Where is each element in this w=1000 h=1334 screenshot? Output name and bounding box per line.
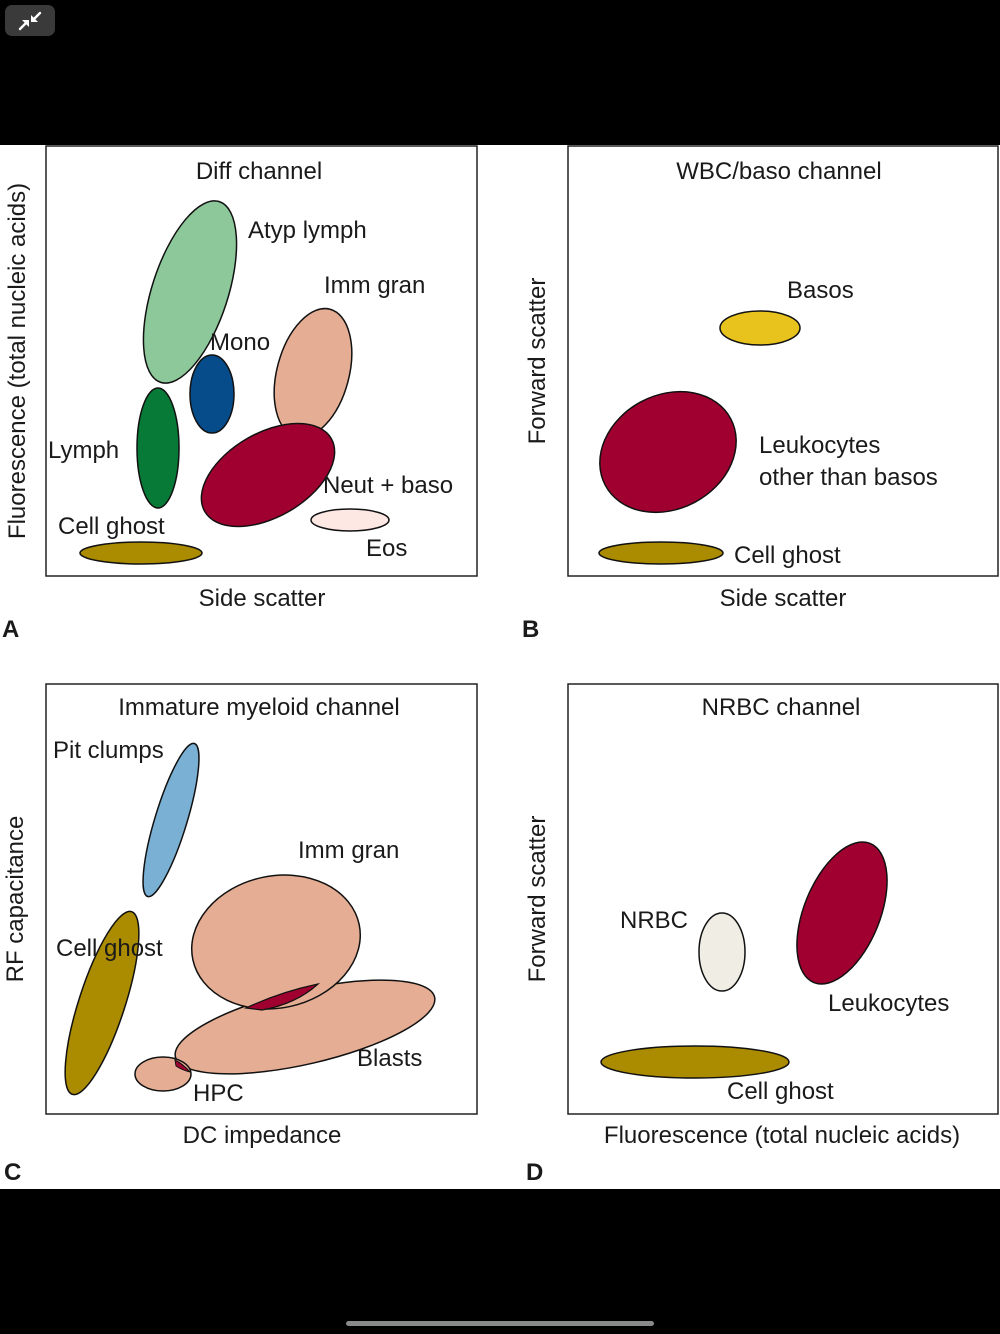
blasts-label: Blasts [357, 1045, 422, 1072]
panel-c-title: Immature myeloid channel [118, 694, 399, 721]
basos-cluster [719, 310, 801, 346]
lymph-label: Lymph [48, 437, 119, 464]
panel-b-letter: B [522, 616, 539, 643]
panel-a-ylabel: Fluorescence (total nucleic acids) [4, 183, 31, 539]
cell-ghost-label-d: Cell ghost [727, 1078, 834, 1105]
leukocytes-label-d: Leukocytes [828, 990, 949, 1017]
cell-ghost-cluster-c [64, 910, 140, 1096]
cell-ghost-cluster-b [598, 541, 724, 565]
imm-gran-label-a: Imm gran [324, 272, 425, 299]
eos-cluster [310, 508, 390, 532]
collapse-arrows-icon [18, 11, 42, 30]
eos-label: Eos [366, 535, 407, 562]
pit-clumps-cluster [142, 742, 200, 898]
hpc-blasts-overlap [174, 1059, 192, 1073]
pit-clumps-label: Pit clumps [53, 737, 164, 764]
hpc-label: HPC [193, 1080, 244, 1107]
panel-c-ylabel: RF capacitance [2, 816, 29, 983]
panel-d-xlabel: Fluorescence (total nucleic acids) [604, 1122, 960, 1149]
panel-c-letter: C [4, 1159, 21, 1186]
mono-cluster [189, 354, 235, 434]
atyp-lymph-cluster [142, 200, 238, 384]
imm-gran-blasts-overlap [243, 982, 321, 1011]
panel-b: WBC/baso channel Basos Leukocytes other … [522, 145, 999, 643]
imm-gran-label-c: Imm gran [298, 837, 399, 864]
neut-baso-cluster [200, 422, 336, 528]
leukocytes-cluster-b [599, 390, 737, 514]
collapse-button[interactable] [5, 5, 55, 36]
leukocytes-label-b-line2: other than basos [759, 464, 938, 491]
mono-label: Mono [210, 329, 270, 356]
panel-c: Immature myeloid channel Pit clumps Imm … [2, 683, 478, 1186]
cell-ghost-label-c: Cell ghost [56, 935, 163, 962]
hpc-cluster [134, 1056, 192, 1092]
cell-ghost-cluster-a [79, 541, 203, 565]
panel-b-xlabel: Side scatter [720, 585, 847, 612]
neut-baso-label: Neut + baso [323, 472, 453, 499]
panel-b-ylabel: Forward scatter [524, 278, 551, 445]
panel-a-xlabel: Side scatter [199, 585, 326, 612]
imm-gran-cluster-c [190, 874, 362, 1010]
panel-a-letter: A [2, 616, 19, 643]
basos-label: Basos [787, 277, 854, 304]
panel-a: Diff channel Atyp lymph Imm gran Mono Ly… [2, 145, 478, 643]
flow-cytometry-diagram: Diff channel Atyp lymph Imm gran Mono Ly… [2, 145, 999, 1186]
nrbc-label: NRBC [620, 907, 688, 934]
cell-ghost-label-a: Cell ghost [58, 513, 165, 540]
nrbc-cluster [698, 912, 746, 992]
atyp-lymph-label: Atyp lymph [248, 217, 367, 244]
home-indicator[interactable] [346, 1321, 654, 1326]
lymph-cluster [136, 387, 180, 509]
cell-ghost-cluster-d [600, 1045, 790, 1079]
cell-ghost-label-b: Cell ghost [734, 542, 841, 569]
leukocytes-label-b-line1: Leukocytes [759, 432, 880, 459]
panel-c-xlabel: DC impedance [183, 1122, 342, 1149]
panel-a-title: Diff channel [196, 158, 322, 185]
panel-b-title: WBC/baso channel [676, 158, 881, 185]
panel-d: NRBC channel NRBC Leukocytes Cell ghost … [524, 683, 999, 1186]
panel-d-letter: D [526, 1159, 543, 1186]
image-viewer: Diff channel Atyp lymph Imm gran Mono Ly… [0, 145, 1000, 1189]
panel-d-title: NRBC channel [702, 694, 861, 721]
leukocytes-cluster-d [796, 841, 888, 985]
panel-d-ylabel: Forward scatter [524, 816, 551, 983]
